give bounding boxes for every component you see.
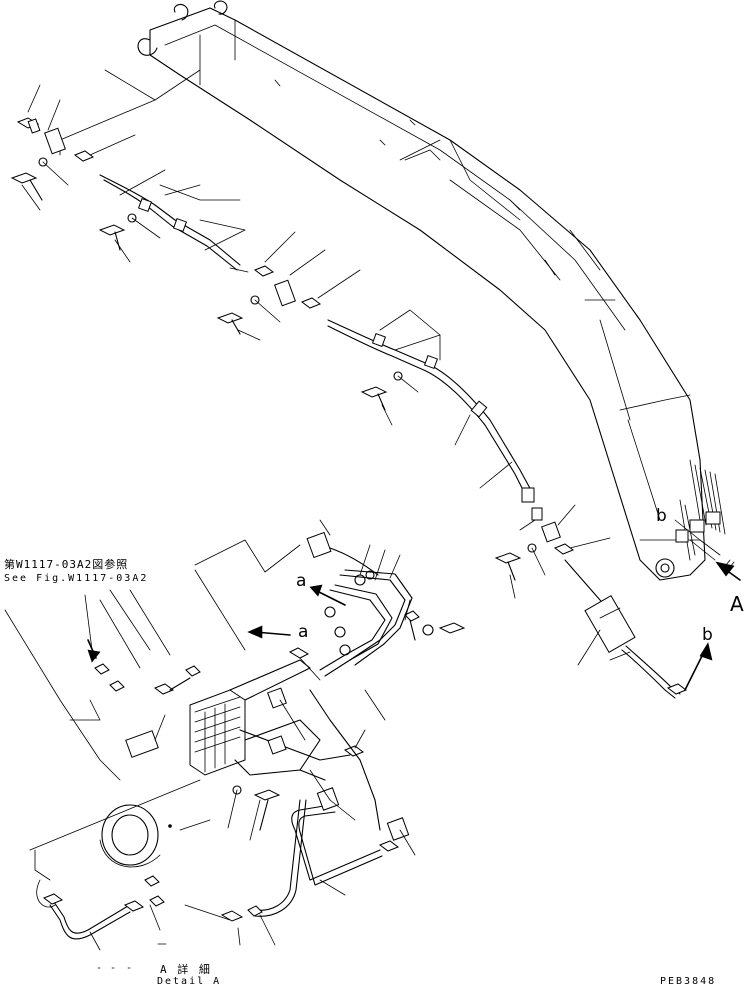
- boom: [137, 0, 726, 581]
- detail-a-assembly: [4, 519, 466, 951]
- detail-a-jp-label: A 詳 細: [160, 963, 212, 976]
- ref-b-boom-label: b: [656, 506, 667, 526]
- see-fig-jp-label: 第W1117-03A2図参照: [4, 558, 129, 571]
- drawing-number: PEB3848: [660, 976, 717, 987]
- ref-b-arrow-label: b: [702, 625, 713, 645]
- view-a-label: A: [730, 592, 744, 616]
- detail-a-en-label: Detail A: [157, 976, 222, 987]
- upper-piping: [10, 69, 713, 699]
- ref-a-upper-label: a: [296, 571, 307, 591]
- ref-a-lower-label: a: [298, 622, 309, 642]
- see-fig-en-label: See Fig.W1117-03A2: [4, 573, 149, 584]
